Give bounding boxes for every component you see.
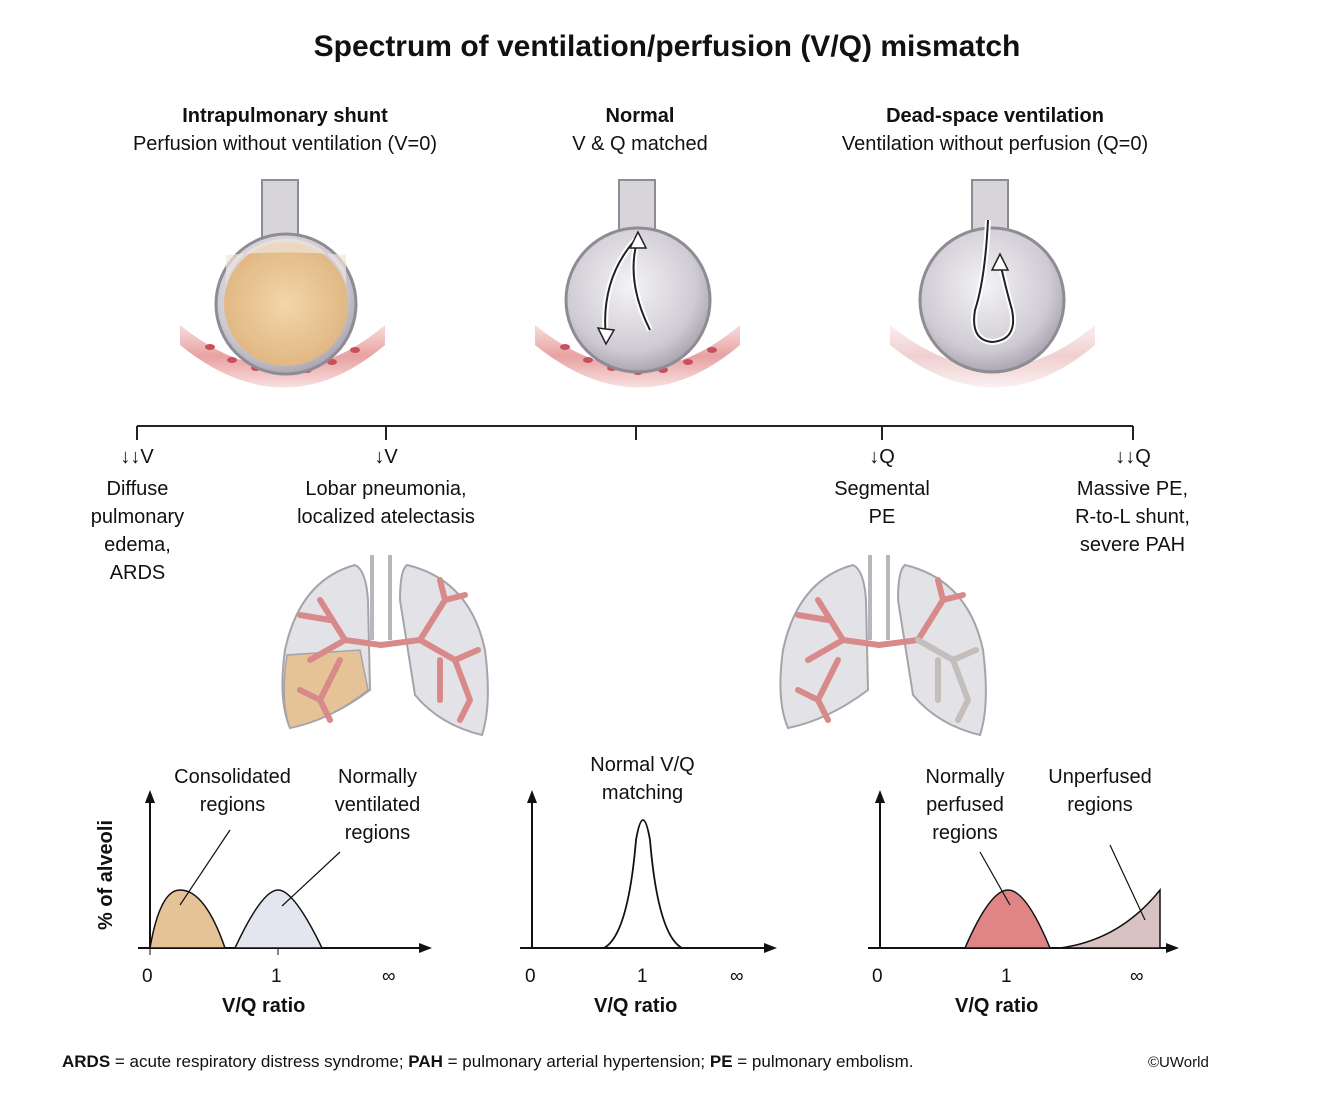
tick-1-g2: 1 <box>637 966 648 987</box>
consolidated-peak <box>149 889 227 949</box>
normal-peak <box>603 819 683 949</box>
y-axis-label: % of alveoli <box>95 819 117 931</box>
spectrum-label-2: Lobar pneumonia, localized atelectasis <box>297 478 475 528</box>
perfused-peak <box>963 889 1052 949</box>
tick-0-g1: 0 <box>142 966 153 987</box>
spectrum-label-3: Segmental PE <box>834 478 930 528</box>
tick-inf-g1: ∞ <box>382 966 396 987</box>
spectrum-arrow-2: ↓V <box>374 446 398 468</box>
shunt-heading: Intrapulmonary shunt <box>182 105 388 127</box>
abbr-ards: ARDS <box>62 1052 111 1071</box>
annotation-unperfused: Unperfused regions <box>1048 766 1152 816</box>
abbr-pe: PE <box>709 1052 733 1071</box>
lungs-pneumonia <box>281 555 489 737</box>
spectrum-label-4: Massive PE, R-to-L shunt, severe PAH <box>1075 478 1190 556</box>
def-pah: = pulmonary arterial hypertension; <box>442 1052 710 1071</box>
x-axis-label-g1: V/Q ratio <box>222 995 306 1017</box>
capillary-normal <box>535 325 740 388</box>
shunt-subheading: Perfusion without ventilation (V=0) <box>132 133 438 155</box>
spectrum-label-1: Diffuse pulmonary edema, ARDS <box>90 478 185 584</box>
tick-inf-g2: ∞ <box>730 966 744 987</box>
spectrum-arrow-4: ↓↓Q <box>1115 446 1151 468</box>
capillary-shunt <box>180 325 385 388</box>
deadspace-subheading: Ventilation without perfusion (Q=0) <box>841 133 1149 155</box>
column-deadspace: Dead-space ventilation Ventilation witho… <box>790 102 1200 158</box>
alveolus-deadspace <box>890 179 1095 388</box>
annotation-ventilated: Normally ventilated regions <box>334 766 421 844</box>
annotation-perfused: Normally perfused regions <box>925 766 1005 844</box>
tick-inf-g3: ∞ <box>1130 966 1144 987</box>
normal-subheading: V & Q matched <box>572 133 708 155</box>
unperfused-segment <box>915 637 979 723</box>
tick-0-g3: 0 <box>872 966 883 987</box>
capillary-deadspace <box>890 325 1095 388</box>
spectrum-bar <box>136 425 1134 440</box>
tick-1-g1: 1 <box>271 966 282 987</box>
graph-normal <box>520 790 777 953</box>
page-title: Spectrum of ventilation/perfusion (V/Q) … <box>313 30 1021 63</box>
abbr-pah: PAH <box>408 1052 443 1071</box>
spectrum-arrow-3: ↓Q <box>869 446 895 468</box>
annotation-consolidated: Consolidated regions <box>174 766 291 816</box>
annotation-normal-match: Normal V/Q matching <box>590 754 695 804</box>
column-shunt: Intrapulmonary shunt Perfusion without v… <box>85 102 485 158</box>
unperfused-tail <box>1059 887 1161 949</box>
alveolus-normal <box>535 179 740 388</box>
column-normal: Normal V & Q matched <box>470 102 810 158</box>
tick-1-g3: 1 <box>1001 966 1012 987</box>
spectrum-arrow-1: ↓↓V <box>120 446 154 468</box>
x-axis-label-g3: V/Q ratio <box>955 995 1039 1017</box>
alveolus-shunt <box>180 179 385 388</box>
copyright: ©UWorld <box>1148 1054 1209 1071</box>
normal-heading: Normal <box>605 105 675 127</box>
tick-0-g2: 0 <box>525 966 536 987</box>
ventilated-peak <box>233 889 324 949</box>
deadspace-heading: Dead-space ventilation <box>886 105 1104 127</box>
def-pe: = pulmonary embolism. <box>732 1052 914 1071</box>
footer-abbreviations: ARDS = acute respiratory distress syndro… <box>62 1052 913 1072</box>
x-axis-label-g2: V/Q ratio <box>594 995 678 1017</box>
def-ards: = acute respiratory distress syndrome; <box>110 1052 409 1071</box>
graph-shunt <box>138 790 432 955</box>
graph-deadspace <box>868 790 1179 953</box>
lungs-pe <box>779 555 987 737</box>
